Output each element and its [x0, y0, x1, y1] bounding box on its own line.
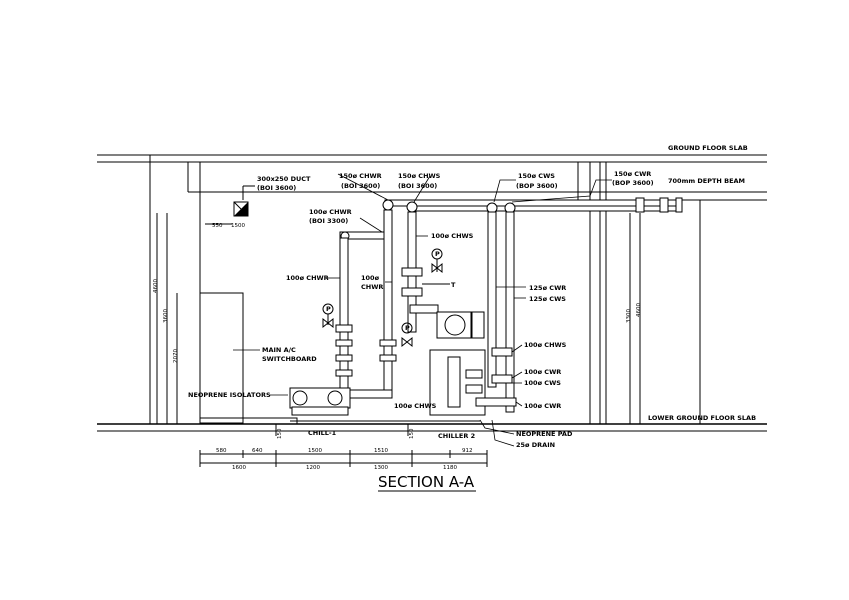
- label-150-chwr-level: (BOI 3600): [341, 182, 380, 190]
- label-100-chwr-top-level: (BOI 3300): [309, 217, 348, 225]
- label-pad-dim-2: 150: [409, 428, 415, 439]
- pipework: [289, 197, 683, 416]
- dim-row1-0: 580: [216, 448, 227, 454]
- label-duct-dim-right: 1500: [231, 223, 245, 229]
- duct-symbol: [205, 185, 255, 225]
- dim-row2-1: 1200: [306, 465, 320, 471]
- label-100-chwr-top: 100ø CHWR: [309, 208, 352, 216]
- instruments: [322, 248, 443, 348]
- section-title: SECTION A-A: [378, 473, 475, 491]
- label-pad-dim-1: 150: [277, 428, 283, 439]
- label-p-1: P: [326, 305, 331, 313]
- label-100-chws-c: 100ø CHWS: [394, 402, 437, 410]
- dim-row1-2: 1500: [308, 448, 322, 454]
- label-125-cwr: 125ø CWR: [529, 284, 566, 292]
- label-100-mid: 100ø: [361, 274, 380, 282]
- label-150-chws-level: (BOI 3600): [398, 182, 437, 190]
- label-100-chws-b: 100ø CHWS: [524, 341, 567, 349]
- label-150-cwr: 150ø CWR: [614, 170, 651, 178]
- height-right-inner: 3300: [626, 309, 632, 323]
- label-p-3: P: [405, 324, 410, 332]
- dims-row-2: 1600 1200 1300 1180: [232, 465, 457, 471]
- label-neoprene-isolators: NEOPRENE ISOLATORS: [188, 391, 271, 399]
- height-switchboard: 2070: [173, 349, 179, 363]
- label-chwr-mid: CHWR: [361, 283, 383, 291]
- label-duct: 300x250 DUCT: [257, 175, 311, 183]
- dim-row2-0: 1600: [232, 465, 246, 471]
- label-switchboard-2: SWITCHBOARD: [262, 355, 317, 363]
- height-left-inner: 3600: [163, 309, 169, 323]
- label-100-chws-a: 100ø CHWS: [431, 232, 474, 240]
- label-150-cws-level: (BOP 3600): [516, 182, 558, 190]
- label-duct-level: (BOI 3600): [257, 184, 296, 192]
- label-chiller-1: CHILL-1: [308, 429, 337, 437]
- label-100-chwr-left: 100ø CHWR: [286, 274, 329, 282]
- height-right-outer: 4600: [636, 303, 642, 317]
- label-150-cwr-level: (BOP 3600): [612, 179, 654, 187]
- label-ground-floor-slab: GROUND FLOOR SLAB: [668, 144, 748, 152]
- label-chiller-2: CHILLER 2: [438, 432, 475, 440]
- dims-row-1: 580 640 1500 1510 912: [216, 448, 473, 454]
- label-neoprene-pad: NEOPRENE PAD: [516, 430, 573, 438]
- dim-row1-4: 912: [462, 448, 473, 454]
- dim-row1-3: 1510: [374, 448, 388, 454]
- label-150-cws: 150ø CWS: [518, 172, 555, 180]
- label-100-cwr-b: 100ø CWR: [524, 402, 561, 410]
- dim-row2-3: 1180: [443, 465, 457, 471]
- switchboard-box: [199, 292, 244, 424]
- label-switchboard: MAIN A/C: [262, 346, 296, 354]
- dim-row2-2: 1300: [374, 465, 388, 471]
- label-drain: 25ø DRAIN: [516, 441, 555, 449]
- label-t: T: [451, 281, 456, 289]
- dim-row1-1: 640: [252, 448, 263, 454]
- label-duct-dim-left: 550: [212, 223, 223, 229]
- labels: GROUND FLOOR SLAB 300x250 DUCT (BOI 3600…: [153, 144, 756, 449]
- label-150-chws: 150ø CHWS: [398, 172, 441, 180]
- horizontal-dimensions: [199, 450, 488, 467]
- label-150-chwr: 150ø CHWR: [339, 172, 382, 180]
- leader-lines: [233, 173, 612, 447]
- height-left-outer: 4600: [153, 279, 159, 293]
- vertical-dimensions: [156, 213, 641, 436]
- label-125-cws: 125ø CWS: [529, 295, 566, 303]
- label-p-2: P: [435, 250, 440, 258]
- label-depth-beam: 700mm DEPTH BEAM: [668, 177, 745, 185]
- label-100-cws-a: 100ø CWS: [524, 379, 561, 387]
- label-100-cwr-a: 100ø CWR: [524, 368, 561, 376]
- label-lower-ground-floor-slab: LOWER GROUND FLOOR SLAB: [648, 414, 756, 422]
